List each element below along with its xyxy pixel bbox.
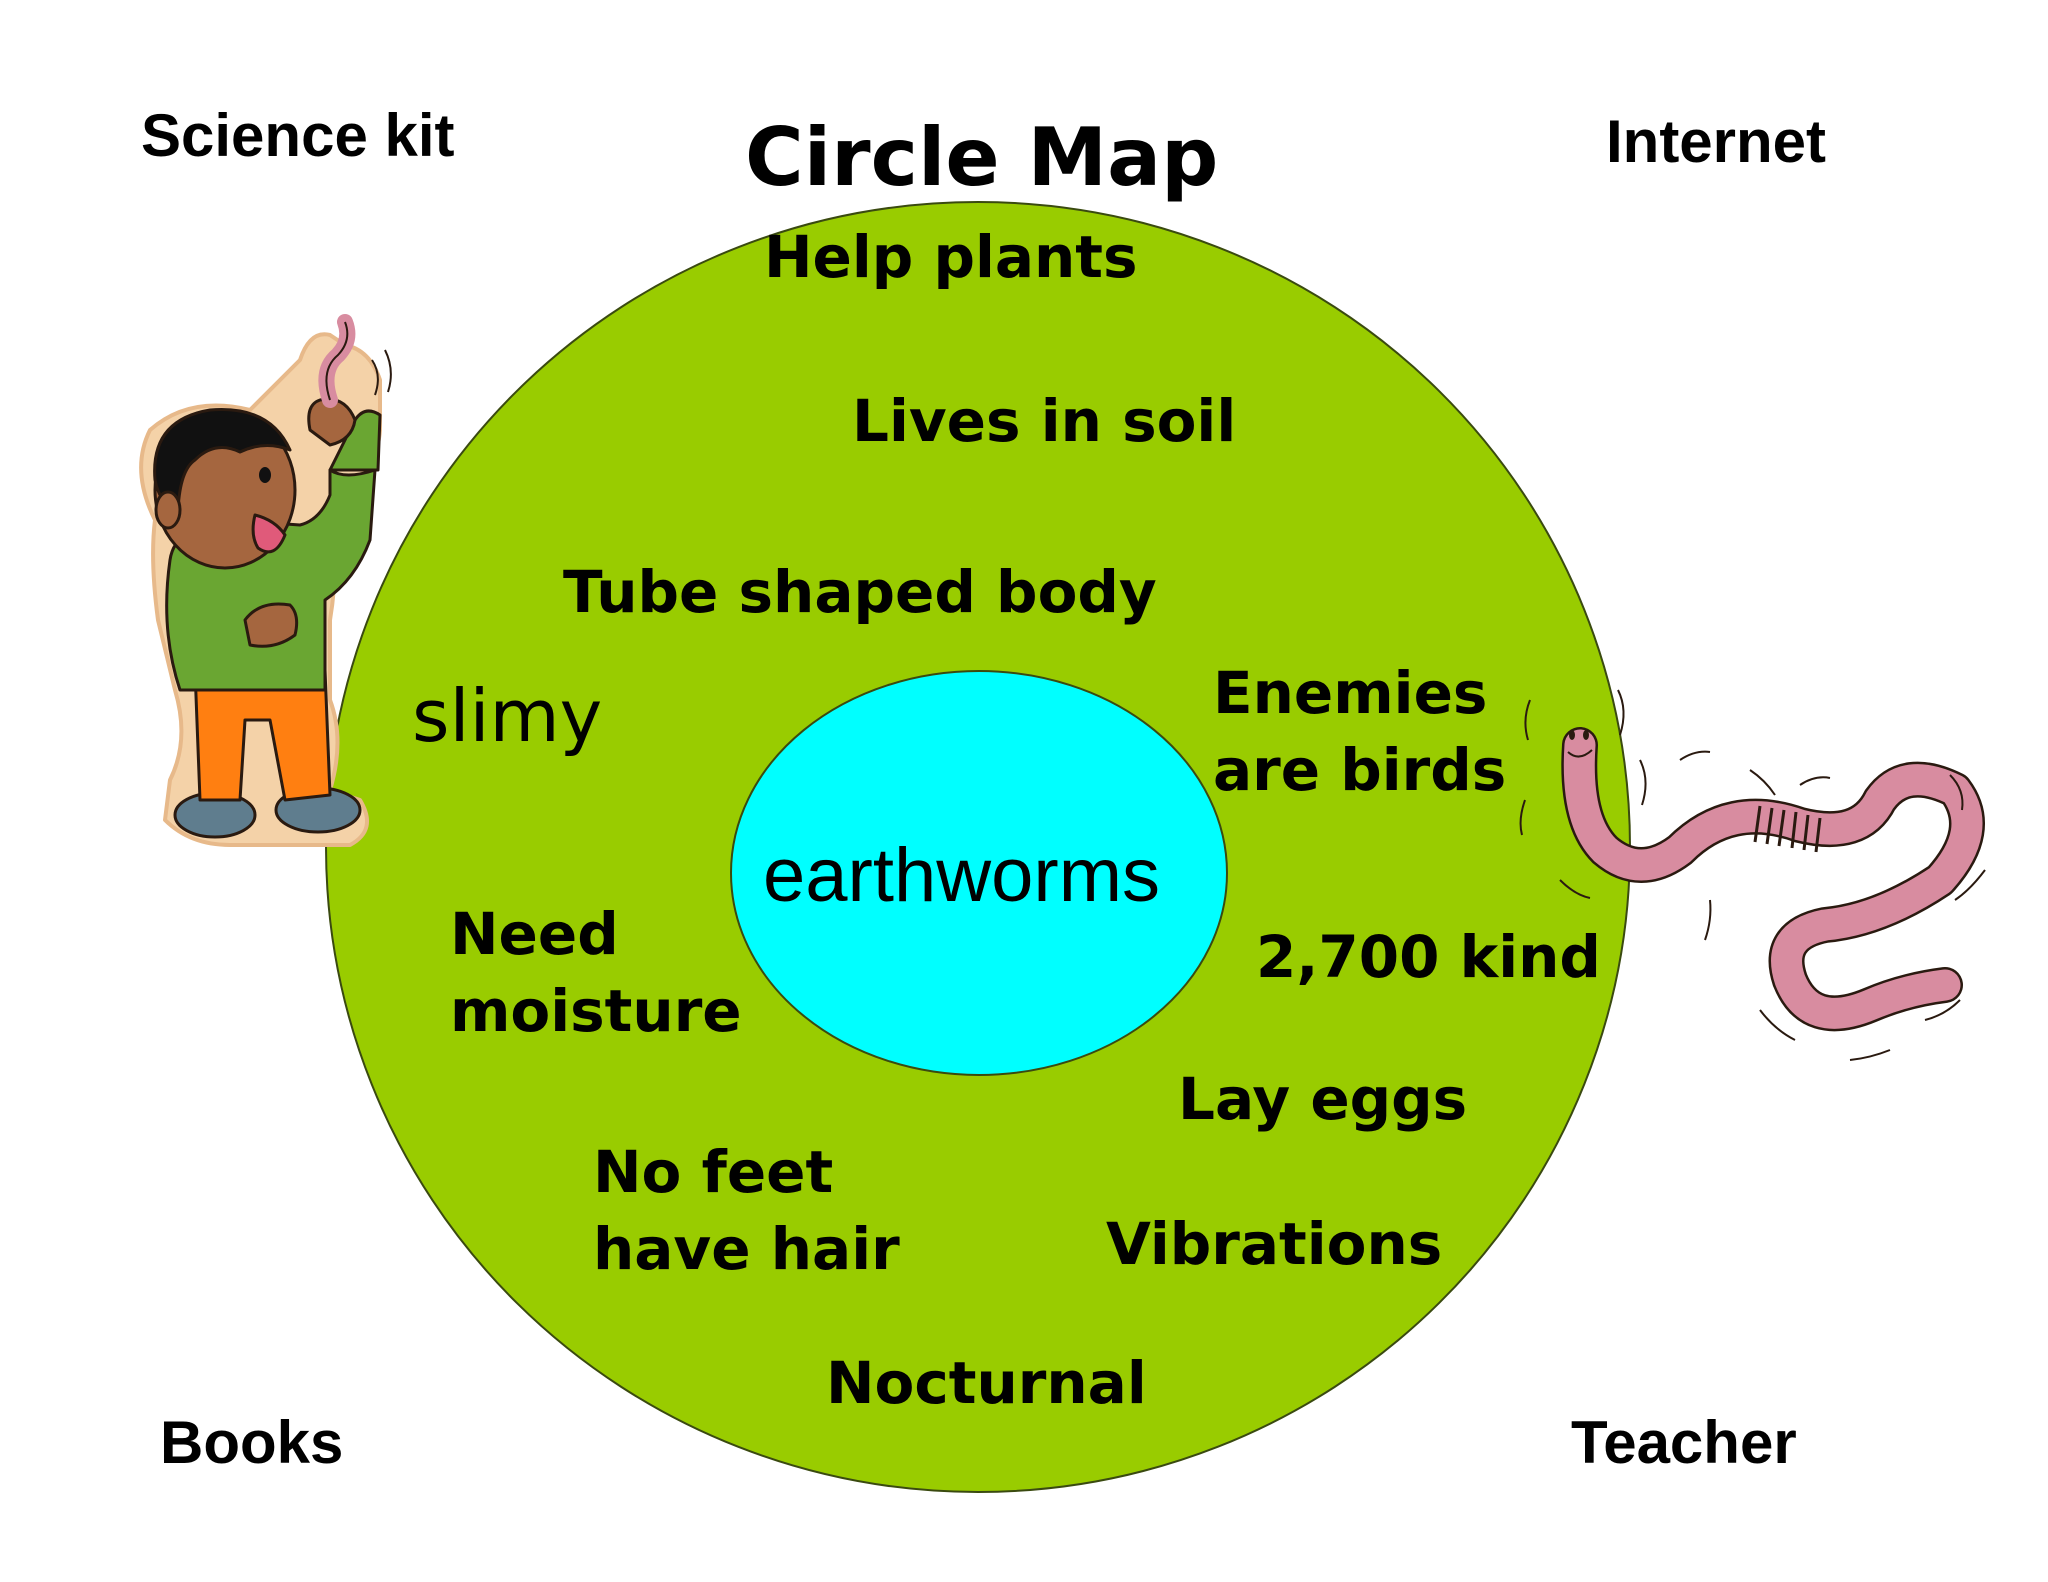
fact-lives-in-soil: Lives in soil	[852, 387, 1237, 455]
worm-illustration	[1519, 689, 1986, 1061]
diagram-title: Circle Map	[745, 111, 1219, 204]
source-science-kit: Science kit	[141, 102, 455, 169]
boy-illustration	[139, 314, 392, 847]
fact-need-moisture: Need moisture	[450, 900, 742, 1045]
fact-tube-shaped-body: Tube shaped body	[563, 558, 1157, 626]
source-teacher: Teacher	[1571, 1409, 1797, 1476]
fact-nocturnal: Nocturnal	[826, 1349, 1147, 1417]
fact-slimy: slimy	[412, 674, 603, 758]
fact-2700-kinds: 2,700 kind	[1256, 923, 1601, 991]
inner-circle	[730, 670, 1228, 1076]
fact-help-plants: Help plants	[764, 223, 1138, 291]
fact-lay-eggs: Lay eggs	[1178, 1065, 1468, 1133]
fact-enemies-are-birds: Enemies are birds	[1213, 659, 1507, 804]
center-topic-label: earthworms	[763, 833, 1160, 918]
source-books: Books	[160, 1409, 344, 1476]
fact-vibrations: Vibrations	[1106, 1210, 1443, 1278]
source-internet: Internet	[1606, 108, 1827, 175]
fact-no-feet-have-hair: No feet have hair	[593, 1138, 900, 1283]
